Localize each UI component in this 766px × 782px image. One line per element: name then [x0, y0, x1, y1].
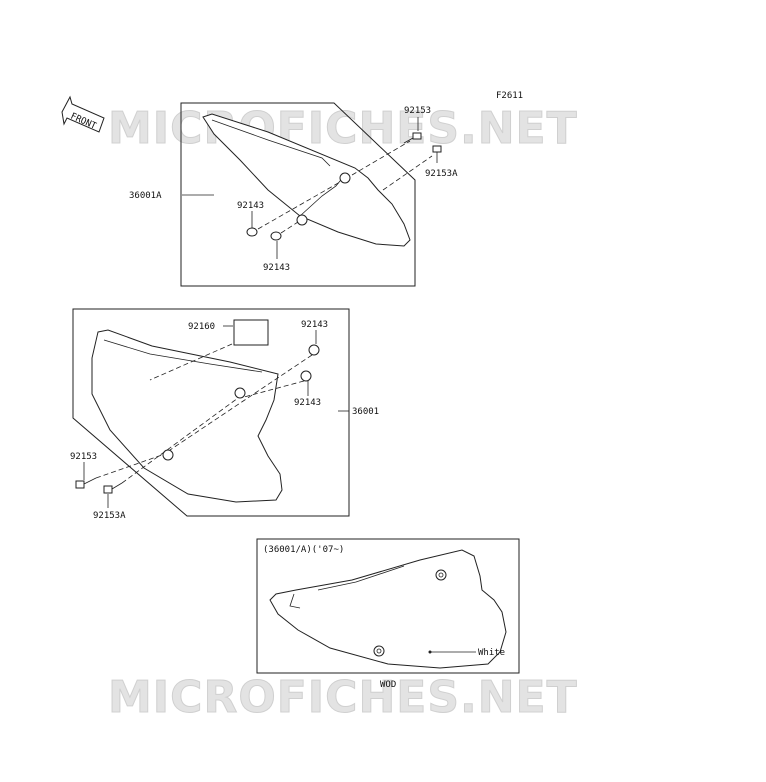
- bottom-panel: (36001/A)('07~) White WOD: [256, 538, 520, 690]
- bottom-panel-frame: [256, 538, 520, 674]
- color-marker-dot: [428, 650, 432, 654]
- bolt-a-icon: [103, 482, 123, 494]
- bolt-a-icon: [432, 145, 442, 163]
- top-panel: 92153 92153A 36001A 92143 92143: [129, 102, 458, 287]
- mount-hole-upper: [435, 569, 447, 581]
- bolt-icon: [75, 477, 97, 489]
- label-bolt: 92153: [404, 106, 431, 116]
- color-code: WOD: [380, 680, 396, 690]
- middle-panel: 92160 92143 92143 36001 92153 92153A: [70, 308, 379, 521]
- front-arrow-icon: FRONT: [61, 95, 105, 133]
- mount-hole-lower: [296, 214, 308, 226]
- watermark-bottom: MICROFICHES.NET: [108, 672, 578, 723]
- bottom-panel-heading: (36001/A)('07~): [263, 545, 344, 555]
- side-cover-36001: [91, 329, 283, 503]
- label-part-number: 36001: [352, 407, 379, 417]
- label-collar-1: 92143: [301, 320, 328, 330]
- side-cover-36001a: [202, 113, 411, 247]
- mount-hole-upper: [234, 387, 246, 399]
- side-cover-variant: [269, 549, 507, 669]
- mount-hole-lower: [373, 645, 385, 657]
- color-label: White: [478, 648, 505, 658]
- collar-icon-1: [308, 344, 320, 356]
- label-bolt: 92153: [70, 452, 97, 462]
- collar-icon-2: [270, 231, 282, 241]
- watermark-top: MICROFICHES.NET: [108, 103, 578, 154]
- collar-icon-2: [300, 370, 312, 382]
- label-collar-2: 92143: [294, 398, 321, 408]
- label-bolt-a: 92153A: [425, 169, 458, 179]
- middle-panel-frame: [72, 308, 350, 517]
- bolt-icon: [403, 132, 422, 144]
- label-part-number: 36001A: [129, 191, 162, 201]
- mount-hole-lower: [162, 449, 174, 461]
- top-panel-frame: [180, 102, 416, 287]
- pad-icon: [233, 319, 269, 346]
- label-pad: 92160: [188, 322, 215, 332]
- label-collar-1: 92143: [237, 201, 264, 211]
- label-collar-2: 92143: [263, 263, 290, 273]
- collar-icon-1: [246, 227, 258, 237]
- label-bolt-a: 92153A: [93, 511, 126, 521]
- mount-hole-upper: [339, 172, 351, 184]
- figure-code: F2611: [496, 91, 523, 101]
